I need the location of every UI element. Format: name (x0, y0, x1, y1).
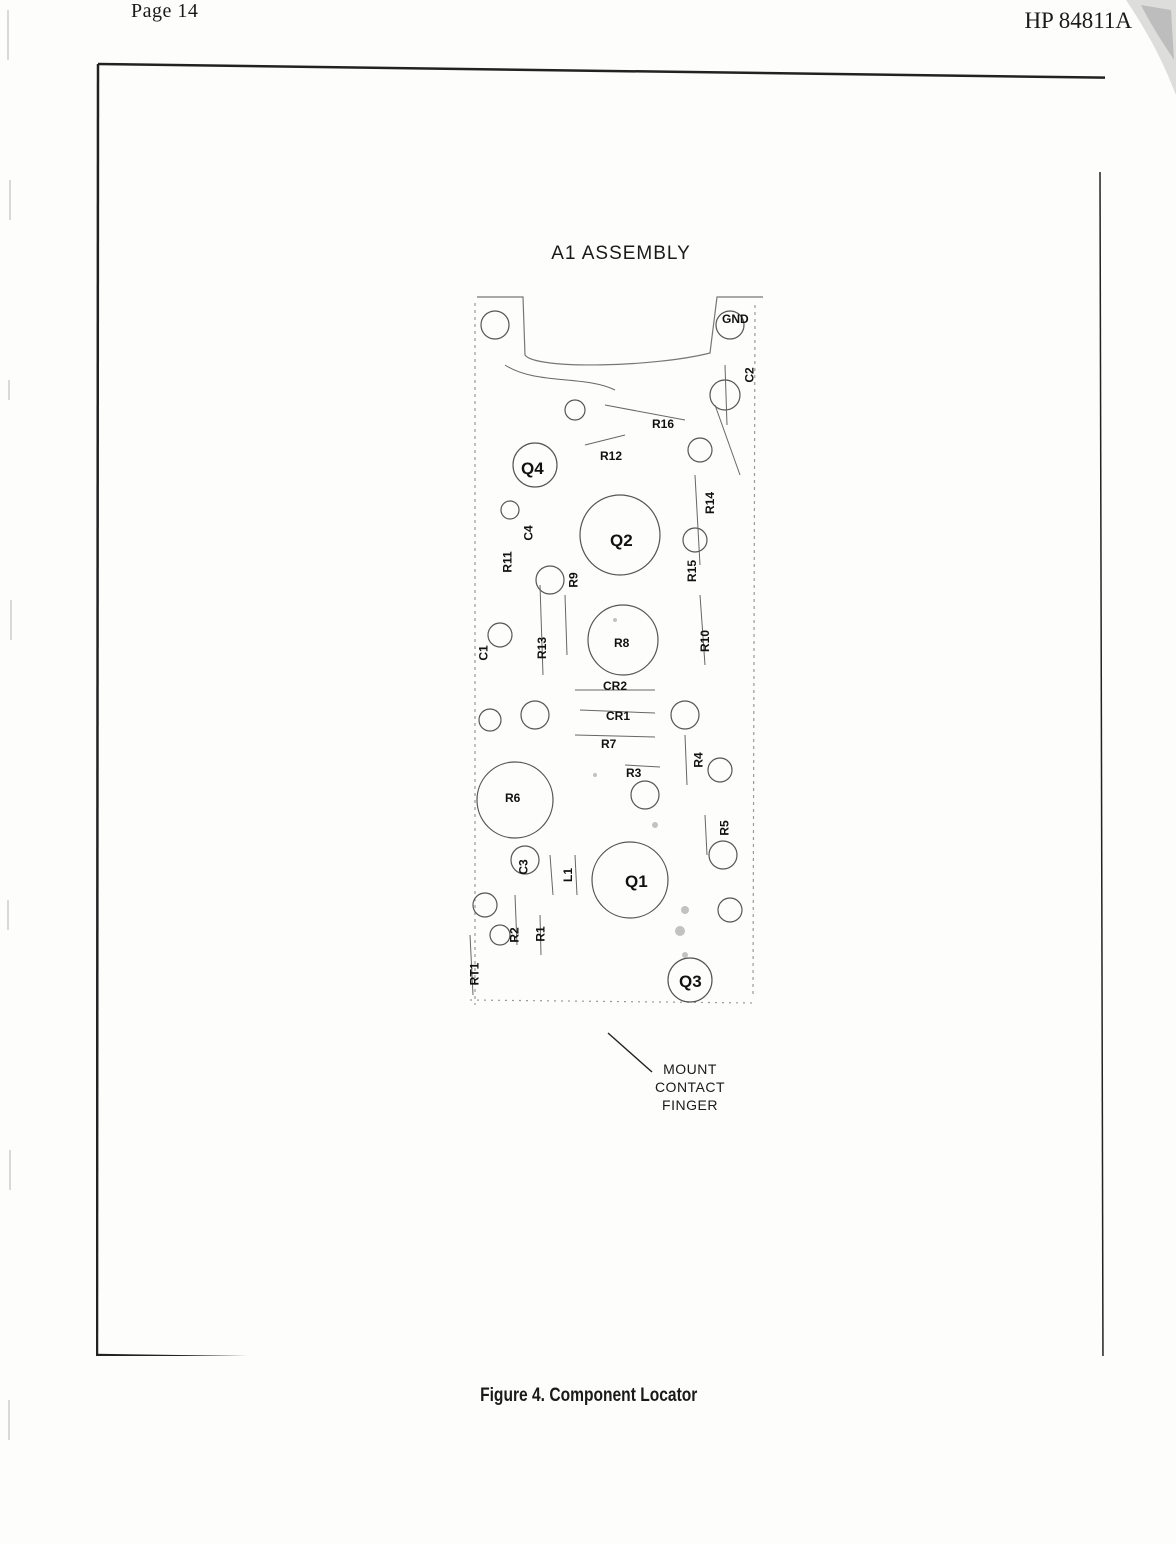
model-number: HP 84811A (1024, 8, 1132, 33)
label-q1: Q1 (625, 872, 648, 891)
label-r4: R4 (691, 752, 706, 768)
label-q2: Q2 (610, 531, 633, 550)
assembly-title: A1 ASSEMBLY (551, 243, 691, 264)
pcb-artwork (469, 296, 763, 1005)
label-r7: R7 (601, 737, 617, 751)
scan-edge-marks (7, 10, 12, 1440)
callout-line-3: FINGER (662, 1097, 718, 1113)
pcb-photo: GND C2 R16 R12 Q4 R14 C4 Q2 R11 R9 R15 C… (455, 295, 775, 1015)
label-c4: C4 (521, 525, 536, 541)
figure-caption: Figure 4. Component Locator (480, 1385, 698, 1406)
mount-contact-finger-callout: MOUNT CONTACT FINGER (645, 1060, 735, 1114)
label-r1: R1 (533, 926, 548, 942)
scan-corner-smudge (1126, 0, 1176, 95)
label-r6: R6 (505, 791, 521, 805)
label-rt1: RT1 (467, 962, 482, 986)
label-q4: Q4 (521, 459, 544, 478)
label-r2: R2 (507, 927, 522, 943)
callout-line-2: CONTACT (654, 1079, 726, 1095)
label-r3: R3 (626, 766, 642, 780)
label-r14: R14 (703, 491, 718, 515)
label-r16: R16 (652, 417, 675, 431)
label-c2: C2 (742, 367, 757, 383)
label-r5: R5 (717, 820, 732, 836)
label-r11: R11 (500, 551, 515, 573)
callout-line-1: MOUNT (663, 1061, 717, 1077)
label-r10: R10 (698, 629, 713, 653)
label-l1: L1 (561, 867, 576, 883)
label-r13: R13 (535, 636, 550, 660)
label-q3: Q3 (679, 972, 702, 991)
callout-leader-line (607, 1032, 653, 1073)
label-c3: C3 (516, 859, 531, 875)
label-c1: C1 (476, 645, 491, 661)
label-r12: R12 (600, 449, 623, 463)
label-r15: R15 (685, 559, 700, 583)
label-r9: R9 (566, 572, 581, 588)
label-cr1: CR1 (606, 709, 631, 723)
label-cr2: CR2 (603, 679, 628, 693)
page-number: Page 14 (131, 0, 199, 22)
label-gnd: GND (722, 312, 749, 326)
figure-frame (96, 62, 1105, 1356)
label-r8: R8 (614, 636, 630, 650)
